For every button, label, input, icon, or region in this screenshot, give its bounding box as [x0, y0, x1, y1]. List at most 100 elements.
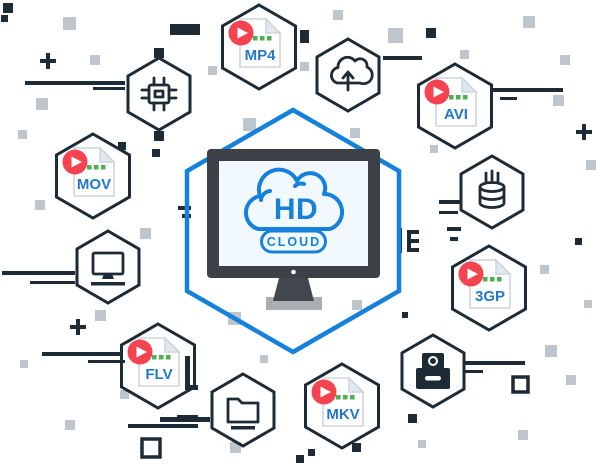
format-label: FLV	[145, 366, 172, 383]
circuit-square	[35, 200, 45, 210]
hexagon-frame	[75, 229, 141, 305]
circuit-square	[18, 130, 27, 139]
circuit-trace	[93, 87, 125, 90]
circuit-node	[1, 15, 8, 22]
format-badge-3gp: 3GP	[451, 244, 527, 332]
hexagon-frame	[210, 372, 276, 448]
circuit-square	[460, 50, 469, 59]
circuit-trace	[178, 206, 191, 210]
circuit-square	[63, 17, 76, 30]
circuit-trace	[300, 30, 309, 43]
circuit-trace	[411, 239, 419, 243]
circuit-port	[140, 437, 162, 459]
circuit-trace	[383, 56, 422, 60]
circuit-trace	[170, 24, 200, 35]
circuit-square	[523, 16, 535, 28]
circuit-trace	[185, 356, 190, 390]
circuit-trace	[464, 361, 525, 365]
hd-label: HD	[274, 193, 318, 226]
badge-camera	[400, 333, 466, 409]
format-label: MKV	[326, 406, 359, 423]
circuit-trace	[407, 230, 411, 252]
circuit-trace	[500, 97, 517, 100]
database-icon	[478, 169, 506, 209]
circuit-square	[95, 310, 106, 321]
circuit-node	[426, 28, 436, 38]
circuit-square	[230, 442, 241, 453]
circuit-node	[118, 142, 126, 150]
circuit-node	[352, 443, 361, 452]
hexagon-frame	[126, 56, 192, 132]
format-label: 3GP	[475, 288, 505, 305]
plus-mark-icon	[576, 124, 592, 140]
circuit-node	[3, 3, 13, 13]
cloud-shine-top	[293, 181, 306, 188]
format-label: MP4	[245, 47, 277, 64]
circuit-trace	[2, 271, 75, 275]
circuit-chip-icon	[140, 76, 178, 112]
circuit-square	[350, 128, 360, 138]
circuit-trace	[88, 360, 125, 363]
circuit-trace	[160, 417, 210, 422]
circuit-square	[545, 345, 557, 357]
cloud-label: CLOUD	[267, 235, 321, 249]
circuit-square	[20, 360, 28, 368]
monitor-icon	[91, 251, 125, 286]
circuit-node	[154, 48, 164, 58]
circuit-square	[208, 66, 217, 75]
hd-cloud-monitor: HD CLOUD	[207, 149, 380, 310]
circuit-node	[408, 414, 417, 423]
format-label: AVI	[444, 106, 468, 123]
circuit-square	[140, 228, 151, 239]
circuit-square	[418, 440, 426, 448]
format-badge-mov: MOV	[55, 132, 131, 220]
circuit-trace	[493, 88, 563, 92]
circuit-square	[566, 375, 576, 385]
circuit-trace	[447, 227, 461, 231]
circuit-trace	[177, 415, 198, 419]
circuit-square	[300, 62, 309, 71]
badge-circuit-chip	[126, 56, 192, 132]
cloud-shine-left	[259, 189, 272, 202]
cloud-pill	[260, 229, 327, 254]
plus-mark-icon	[70, 319, 86, 335]
circuit-square	[36, 98, 48, 110]
format-badge-mp4: MP4	[221, 3, 297, 91]
plus-mark-icon	[40, 53, 56, 69]
monitor-stand	[273, 278, 314, 301]
circuit-trace	[439, 211, 458, 214]
folder-icon	[226, 397, 260, 430]
circuit-node	[154, 131, 164, 141]
circuit-trace	[411, 248, 419, 252]
format-badge-avi: AVI	[417, 62, 493, 150]
circuit-square	[65, 420, 75, 430]
camera-icon	[416, 353, 450, 389]
circuit-square	[352, 300, 362, 310]
circuit-port	[511, 375, 530, 394]
circuit-square	[260, 355, 268, 363]
circuit-node	[296, 455, 304, 463]
circuit-trace	[128, 424, 198, 428]
circuit-trace	[30, 281, 75, 284]
center-hexagon	[184, 107, 402, 355]
circuit-node	[152, 149, 160, 157]
circuit-node	[402, 312, 408, 318]
circuit-square	[586, 160, 596, 170]
circuit-trace	[25, 81, 125, 85]
power-led	[291, 269, 296, 275]
circuit-square	[333, 10, 343, 20]
cloud-upload-icon	[330, 55, 374, 92]
circuit-trace	[439, 200, 462, 204]
circuit-square	[120, 390, 129, 399]
format-label: MOV	[77, 176, 111, 193]
badge-database	[459, 154, 525, 230]
format-badge-flv: FLV	[120, 322, 196, 410]
circuit-square	[388, 28, 403, 43]
circuit-square	[430, 145, 438, 153]
cloud-icon	[243, 167, 345, 231]
format-badge-mkv: MKV	[304, 362, 380, 450]
circuit-square	[553, 95, 564, 106]
circuit-square	[518, 430, 528, 440]
